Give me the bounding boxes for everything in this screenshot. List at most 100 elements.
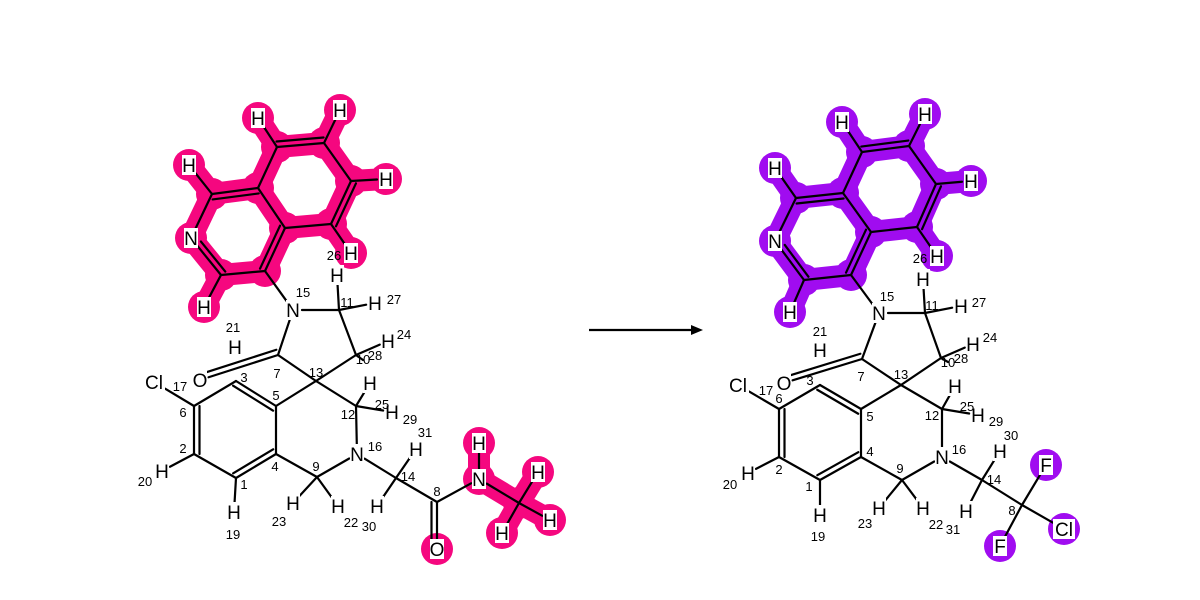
reactant-bond-56 [329, 222, 347, 247]
reactant-bond-6 [164, 387, 196, 408]
product-atom-number-14: 29 [989, 414, 1003, 429]
product-bond-6 [748, 390, 781, 411]
reactant-bond-24 [337, 308, 358, 357]
reactant-bond-13 [354, 404, 358, 447]
product-bond-29 [980, 457, 997, 482]
product-atom-label-bg-31 [1039, 455, 1053, 475]
product-bond-23 [923, 306, 954, 315]
product-atom-6: Cl [729, 376, 747, 397]
reactant-atom-14: H [385, 403, 399, 424]
reactant-atom-7: H [155, 462, 169, 483]
product-bond-28 [948, 460, 984, 482]
reactant-bond-25 [314, 353, 358, 383]
product-bond-43-second-line [920, 185, 943, 231]
product-bond-27 [939, 356, 950, 364]
product-bond-31 [980, 478, 1024, 507]
reactant-bond-40 [219, 269, 267, 277]
product-bond-3 [818, 383, 863, 411]
reactant-atom-51: H [333, 101, 347, 122]
reactant-atom-label-bg-23 [368, 293, 382, 313]
product-bond-5-second-line [816, 451, 860, 477]
reactant-bond-8 [233, 476, 238, 505]
reactant-bond-28 [363, 457, 398, 480]
product-atom-label-bg-28 [993, 441, 1007, 461]
reactant-bond-26 [354, 343, 381, 357]
product-bond-51 [934, 180, 964, 186]
reactant-atom-19: H [228, 338, 242, 359]
product-atom-number-28: 30 [1004, 428, 1018, 443]
reactant-atom-23: H [368, 294, 382, 315]
reactant-atom-number-28: 31 [418, 425, 432, 440]
reactant-atom-number-0: 1 [240, 477, 247, 492]
reactant-bond-23 [337, 303, 368, 312]
product-atom-7: H [741, 464, 755, 485]
product-bond-45 [860, 144, 911, 154]
product-bond-36 [802, 273, 853, 282]
product-atom-label-bg-47 [918, 104, 932, 124]
product-bond-39 [794, 191, 845, 200]
reactant-bond-49-second-line [275, 136, 325, 143]
reactant-bond-41-second-line [199, 240, 227, 273]
reactant-bond-22 [336, 282, 341, 312]
reactant-atom-number-3: 3 [240, 370, 247, 385]
reactant-bond-12 [315, 457, 351, 479]
product-atom-25: H [966, 335, 980, 356]
reactant-atom-label-bg-37 [495, 523, 509, 543]
product-bond-12 [900, 460, 936, 482]
reactant-bond-27 [354, 353, 365, 362]
bond-layer [164, 116, 1054, 542]
product-atom-number-24: 10 [941, 355, 955, 370]
product-bond-38 [777, 196, 798, 235]
product-atom-number-25: 24 [983, 330, 997, 345]
reaction-arrow [589, 325, 703, 335]
reactant-bond-46 [283, 222, 333, 230]
product-atom-label-bg-15 [948, 376, 962, 396]
reactant-atom-10: H [286, 494, 300, 515]
product-atom-20: N [872, 304, 886, 325]
product-atom-number-2: 6 [775, 391, 782, 406]
reactant-atom-number-30: 8 [433, 484, 440, 499]
reactant-atom-number-29: 30 [362, 519, 376, 534]
product-bond-43 [915, 182, 938, 229]
reactant-bond-51 [207, 273, 223, 301]
reactant-bond-49 [275, 141, 326, 149]
reactant-atom-number-21: 11 [340, 295, 354, 310]
product-atom-11: H [916, 499, 930, 520]
reactant-atom-number-4: 5 [272, 388, 279, 403]
product-bond-9 [859, 455, 904, 482]
reactant-atom-18: O [193, 371, 208, 392]
product-atom-label-bg-19 [813, 340, 827, 360]
reactant-atom-label-bg-40 [184, 228, 198, 248]
reactant-atom-number-10: 23 [272, 514, 286, 529]
product-atom-label-bg-33 [1053, 519, 1075, 539]
reactant-bond-47 [329, 179, 353, 226]
product-bond-22 [922, 286, 927, 315]
reactant-bond-48 [322, 141, 353, 183]
reactant-atom-label-bg-51 [333, 100, 347, 120]
reactant-bond-9 [274, 452, 319, 479]
reactant-atom-label-bg-11 [331, 496, 345, 516]
reactant-atom-number-2: 6 [179, 405, 186, 420]
reactant-bond-54 [322, 116, 338, 145]
reactant-atom-11: H [331, 497, 345, 518]
product-atom-number-3: 3 [806, 373, 813, 388]
reactant-bond-5 [234, 452, 278, 480]
reactant-atom-label-bg-52 [379, 169, 393, 189]
reactant-atom-number-13: 12 [341, 407, 355, 422]
reactant-atom-32: N [472, 470, 486, 491]
reactant-atom-33: H [472, 434, 486, 455]
reactant-bond-14 [354, 404, 385, 412]
product-atom-44: H [783, 303, 797, 324]
reactant-bond-16 [314, 379, 358, 408]
reactant-atom-label-bg-48 [197, 297, 211, 317]
product-atom-number-5: 4 [866, 444, 873, 459]
product-bond-3-second-line [816, 388, 860, 415]
product-bond-42 [869, 225, 919, 234]
product-atom-48: H [964, 172, 978, 193]
product-atom-number-29: 31 [946, 522, 960, 537]
product-atom-36: N [768, 232, 782, 253]
reactant-atom-number-9: 9 [312, 459, 319, 474]
reactant-bond-30 [380, 476, 398, 500]
reactant-bond-43 [210, 186, 260, 196]
